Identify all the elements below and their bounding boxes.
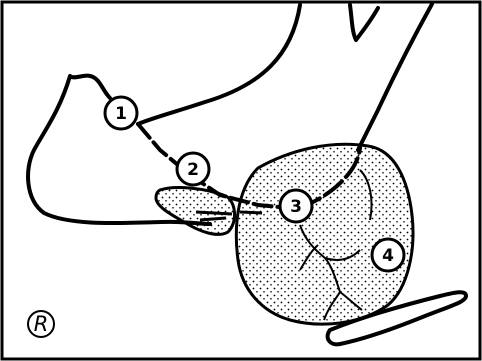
callout-1-label: 1 xyxy=(115,104,127,124)
stippled-mass xyxy=(236,144,413,324)
panel-mark-label: R xyxy=(34,312,49,336)
callout-3-label: 3 xyxy=(290,197,302,217)
callout-4-label: 4 xyxy=(382,246,394,266)
callout-2-label: 2 xyxy=(187,160,199,180)
